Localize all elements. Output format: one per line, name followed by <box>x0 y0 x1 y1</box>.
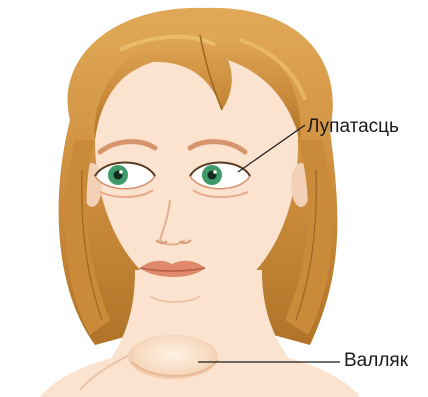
goiter-callout-label: Валляк <box>344 351 408 370</box>
goiter-swelling <box>128 335 218 379</box>
eyes-callout-label: Лупатасць <box>307 117 399 136</box>
